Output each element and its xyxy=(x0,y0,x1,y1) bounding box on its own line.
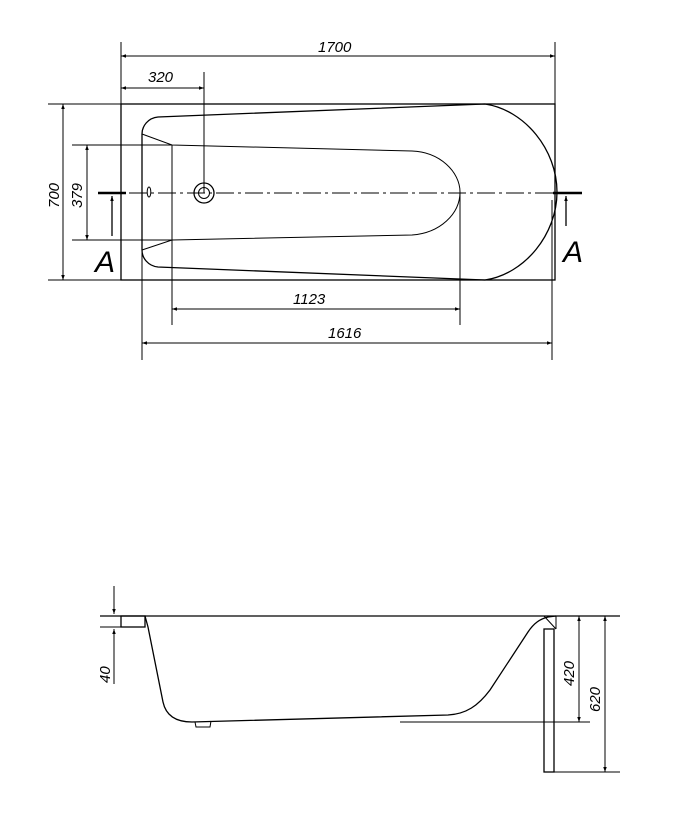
svg-text:40: 40 xyxy=(97,666,114,683)
rim-left-block xyxy=(120,615,146,628)
section-label-right: A xyxy=(561,236,583,269)
svg-text:700: 700 xyxy=(46,182,63,208)
svg-text:620: 620 xyxy=(587,686,604,712)
dimension-total-height: 620 xyxy=(587,616,607,772)
apron-panel xyxy=(543,628,555,773)
section-marker-right xyxy=(553,191,582,226)
dimension-overall-length: 1700 xyxy=(120,39,556,104)
svg-text:379: 379 xyxy=(69,182,86,208)
svg-text:320: 320 xyxy=(148,69,174,86)
svg-text:1616: 1616 xyxy=(328,325,362,342)
svg-text:1123: 1123 xyxy=(293,291,326,308)
tub-outer-rim xyxy=(120,103,556,281)
svg-text:420: 420 xyxy=(561,660,578,686)
apron-top-line xyxy=(543,615,557,630)
dimension-overall-width: 700 xyxy=(46,103,121,281)
overflow-slot xyxy=(146,186,152,198)
side-view: 40 420 620 xyxy=(97,586,620,773)
tub-bottom-outline xyxy=(141,133,461,251)
section-marker-left xyxy=(98,191,126,236)
top-view: A A 1700 320 700 379 xyxy=(46,39,583,360)
dimension-depth: 420 xyxy=(561,616,581,722)
dimension-bottom-length: 1123 xyxy=(171,192,461,325)
dimension-drain-offset: 320 xyxy=(121,69,205,193)
svg-text:1700: 1700 xyxy=(318,39,352,56)
drain-foot xyxy=(194,720,212,728)
dimension-rim-thickness: 40 xyxy=(97,586,116,684)
tub-inner-basin xyxy=(141,103,558,281)
section-label-left: A xyxy=(93,246,115,279)
tub-section-profile xyxy=(144,615,557,723)
dimension-inner-length: 1616 xyxy=(141,200,553,360)
dimension-inner-width: 379 xyxy=(69,144,172,241)
